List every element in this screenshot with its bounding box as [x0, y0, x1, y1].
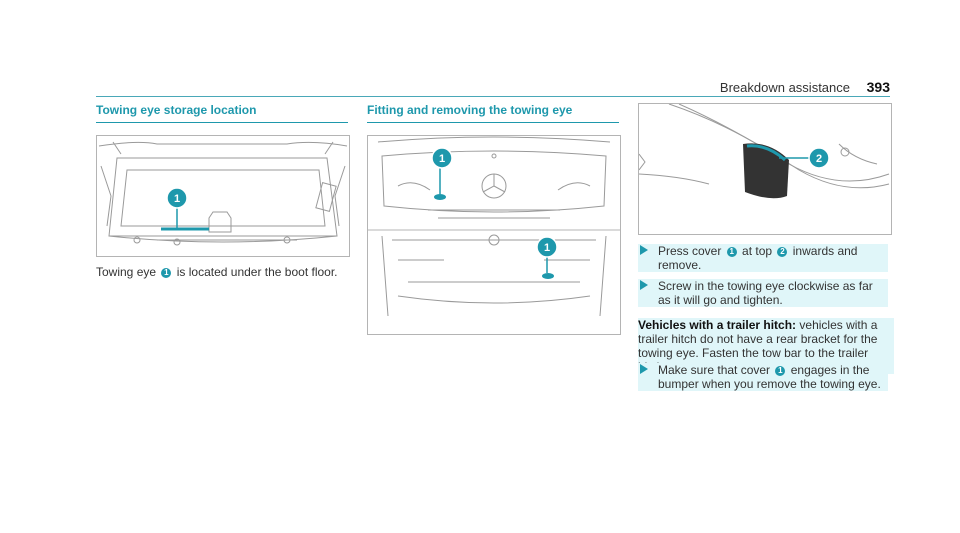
- step-screw-in: Screw in the towing eye clockwise as far…: [638, 279, 888, 307]
- step-make-sure: Make sure that cover 1 engages in the bu…: [638, 363, 888, 391]
- callout-detail-2: [808, 147, 830, 169]
- header-title: Breakdown assistance: [719, 80, 850, 95]
- badge-2: 2: [777, 247, 788, 257]
- section-title-fitting: Fitting and removing the towing eye: [367, 103, 619, 123]
- section-title-storage: Towing eye storage location: [96, 103, 348, 123]
- badge-1: 1: [775, 366, 786, 376]
- figure-front-bumper: 1 1: [367, 135, 621, 335]
- svg-text:1: 1: [544, 242, 550, 254]
- page-header: Breakdown assistance 393: [96, 79, 890, 97]
- svg-text:2: 2: [816, 153, 822, 165]
- badge-1: 1: [726, 247, 737, 257]
- svg-text:1: 1: [439, 153, 445, 165]
- figure-cover-detail: 2: [638, 103, 892, 235]
- figure-boot-floor: 1: [96, 135, 350, 257]
- callout-front-1: [431, 147, 453, 169]
- storage-text: Towing eye 1 is located under the boot f…: [96, 265, 338, 279]
- bullet-arrow-icon: [640, 245, 648, 255]
- page-number: 393: [866, 79, 890, 95]
- step-press-cover: Press cover 1 at top 2 inwards and remov…: [638, 244, 888, 272]
- bullet-arrow-icon: [640, 364, 648, 374]
- callout-storage-1: [166, 187, 188, 209]
- callout-rear-1: [536, 236, 558, 258]
- bullet-arrow-icon: [640, 280, 648, 290]
- svg-text:1: 1: [174, 193, 180, 205]
- badge-1: 1: [161, 268, 172, 278]
